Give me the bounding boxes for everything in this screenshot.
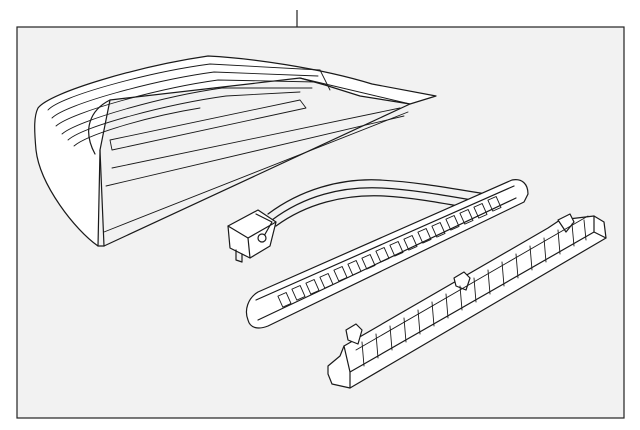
third-brake-lamp-housing-icon [34, 55, 437, 247]
wiring-harness-connector-icon [227, 179, 499, 263]
lamp-bracket-icon [327, 213, 607, 389]
led-bar-icon [245, 179, 529, 329]
